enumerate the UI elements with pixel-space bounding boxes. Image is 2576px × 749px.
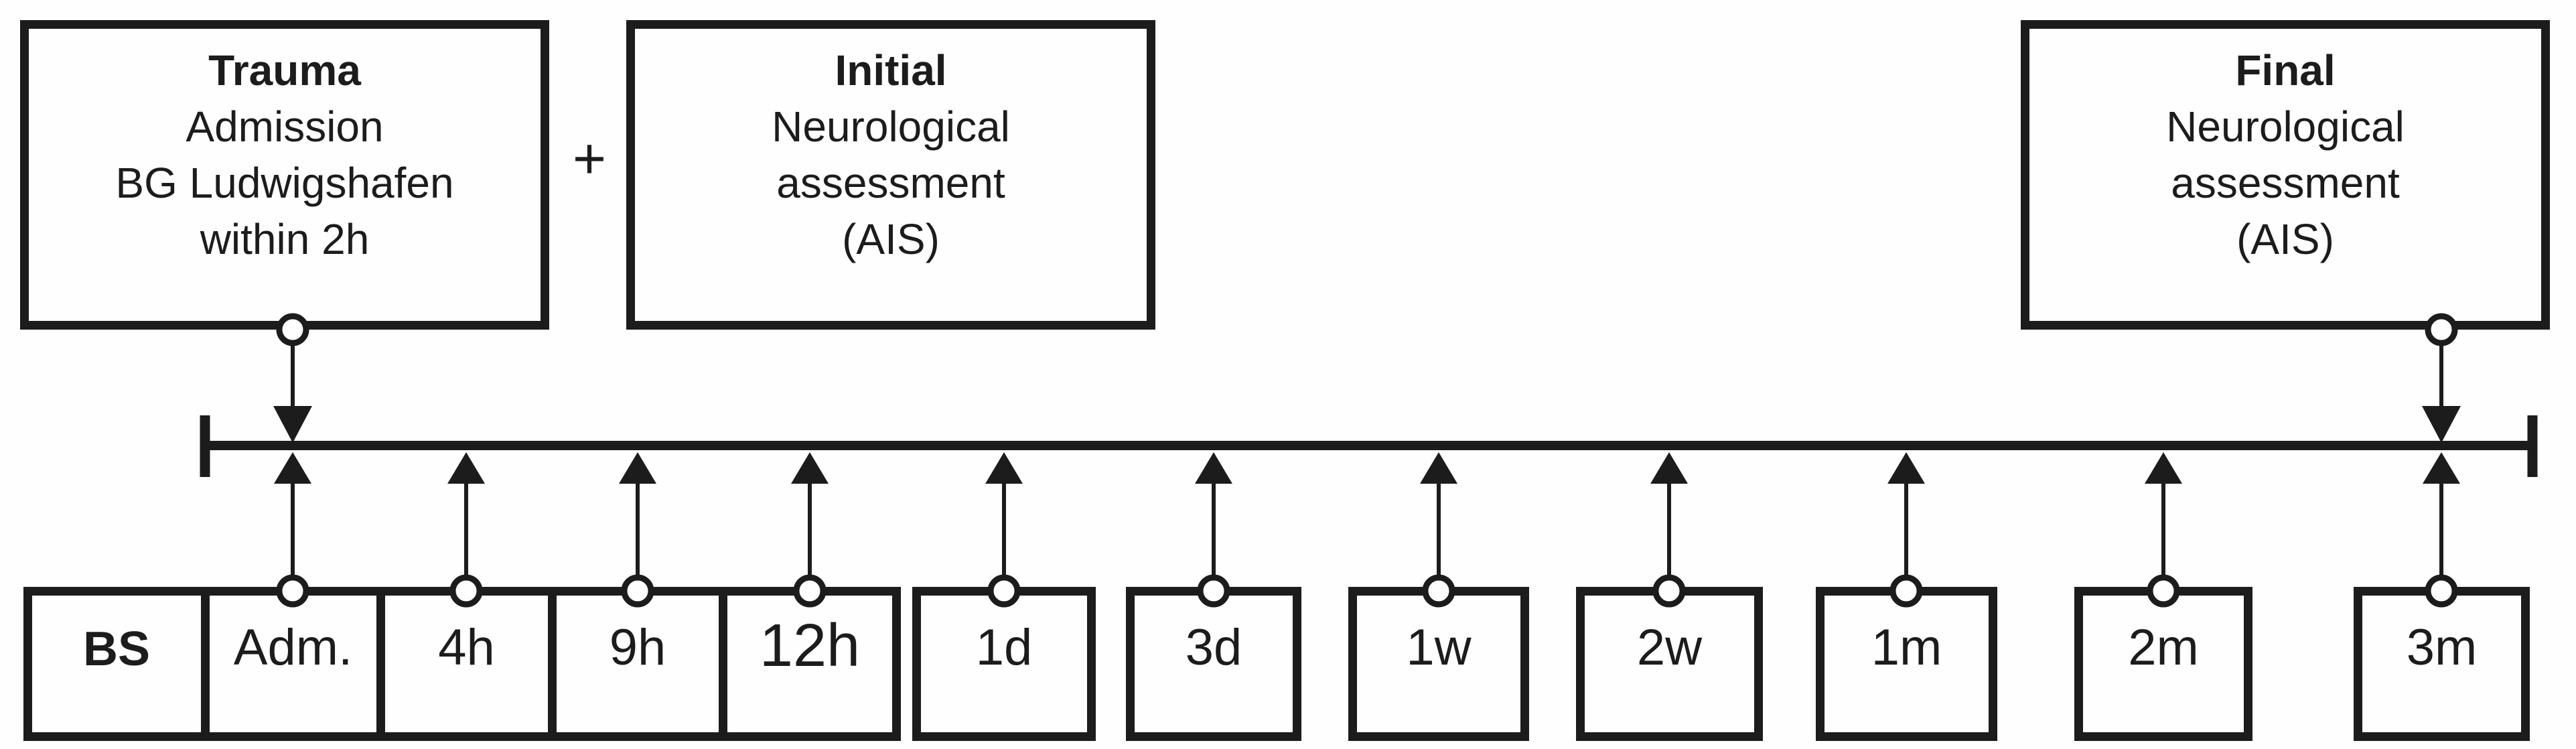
- group-divider: [376, 596, 385, 732]
- 2w-up-arrowhead: [1650, 452, 1688, 484]
- timepoint-group-box: BS Adm. 4h 9h 12h: [23, 587, 901, 741]
- final-box-title: Final: [2235, 46, 2336, 94]
- final-box-line-2: assessment: [2171, 159, 2400, 207]
- 3m-up-arrowhead: [2423, 452, 2460, 484]
- 4h-up-arrowhead: [447, 452, 485, 484]
- up-arrow-3m: [2423, 452, 2460, 608]
- timepoint-label-3m: 3m: [2406, 619, 2478, 676]
- initial-box-title: Initial: [835, 46, 947, 94]
- group-divider: [201, 596, 210, 732]
- 9h-up-arrowhead: [619, 452, 656, 484]
- group-divider: [719, 596, 727, 732]
- up-arrow-9h: [619, 452, 656, 608]
- 1w-up-arrowhead: [1420, 452, 1457, 484]
- initial-assessment-box: Initial Neurological assessment (AIS): [626, 20, 1155, 330]
- up-arrow-3d: [1195, 452, 1232, 608]
- up-arrow-2m: [2145, 452, 2182, 608]
- up-arrow-12h: [791, 452, 829, 608]
- trauma-down-arrowhead: [273, 406, 312, 443]
- 3d-up-arrowhead: [1195, 452, 1232, 484]
- 12h-up-arrowhead: [791, 452, 829, 484]
- trauma-box-title: Trauma: [208, 46, 361, 94]
- timepoint-label-1d: 1d: [975, 619, 1033, 676]
- timepoint-label-12h: 12h: [759, 612, 861, 679]
- timepoint-box-1w: 1w: [1348, 587, 1529, 741]
- timepoint-box-1d: 1d: [912, 587, 1096, 741]
- timepoint-box-1m: 1m: [1816, 587, 1997, 741]
- final-box-line-3: (AIS): [2236, 215, 2334, 263]
- trauma-box-line-1: Admission: [186, 103, 384, 151]
- final-down-arrowhead: [2422, 406, 2461, 443]
- timepoint-label-2w: 2w: [1636, 619, 1703, 676]
- initial-box-line-3: (AIS): [842, 215, 940, 263]
- initial-box-line-1: Neurological: [772, 103, 1010, 151]
- final-assessment-box: Final Neurological assessment (AIS): [2021, 20, 2550, 330]
- timepoint-label-4h: 4h: [438, 619, 495, 676]
- up-arrow-1d: [985, 452, 1023, 608]
- timepoint-label-9h: 9h: [609, 619, 666, 676]
- timepoint-box-3m: 3m: [2354, 587, 2530, 741]
- trauma-box-line-2: BG Ludwigshafen: [115, 159, 454, 207]
- timepoint-label-1w: 1w: [1406, 619, 1472, 676]
- timepoint-label-2m: 2m: [2128, 619, 2199, 676]
- timepoint-box-2m: 2m: [2074, 587, 2252, 741]
- timepoint-label-3d: 3d: [1185, 619, 1242, 676]
- initial-box-line-2: assessment: [776, 159, 1005, 207]
- final-box-line-1: Neurological: [2166, 103, 2405, 151]
- up-arrow-adm: [274, 452, 311, 608]
- adm-up-arrowhead: [274, 452, 311, 484]
- timepoint-label-adm: Adm.: [233, 619, 353, 676]
- trauma-box-line-3: within 2h: [200, 215, 370, 263]
- up-arrow-1w: [1420, 452, 1457, 608]
- trauma-admission-box: Trauma Admission BG Ludwigshafen within …: [20, 20, 549, 330]
- 1m-up-arrowhead: [1887, 452, 1925, 484]
- group-divider: [548, 596, 557, 732]
- timepoint-label-bs: BS: [82, 622, 151, 676]
- timepoint-box-3d: 3d: [1126, 587, 1301, 741]
- plus-sign: +: [572, 126, 607, 191]
- timepoint-box-2w: 2w: [1576, 587, 1763, 741]
- 1d-up-arrowhead: [985, 452, 1023, 484]
- up-arrow-1m: [1887, 452, 1925, 608]
- 2m-up-arrowhead: [2145, 452, 2182, 484]
- timepoint-label-1m: 1m: [1871, 619, 1942, 676]
- up-arrow-2w: [1650, 452, 1688, 608]
- up-arrow-4h: [447, 452, 485, 608]
